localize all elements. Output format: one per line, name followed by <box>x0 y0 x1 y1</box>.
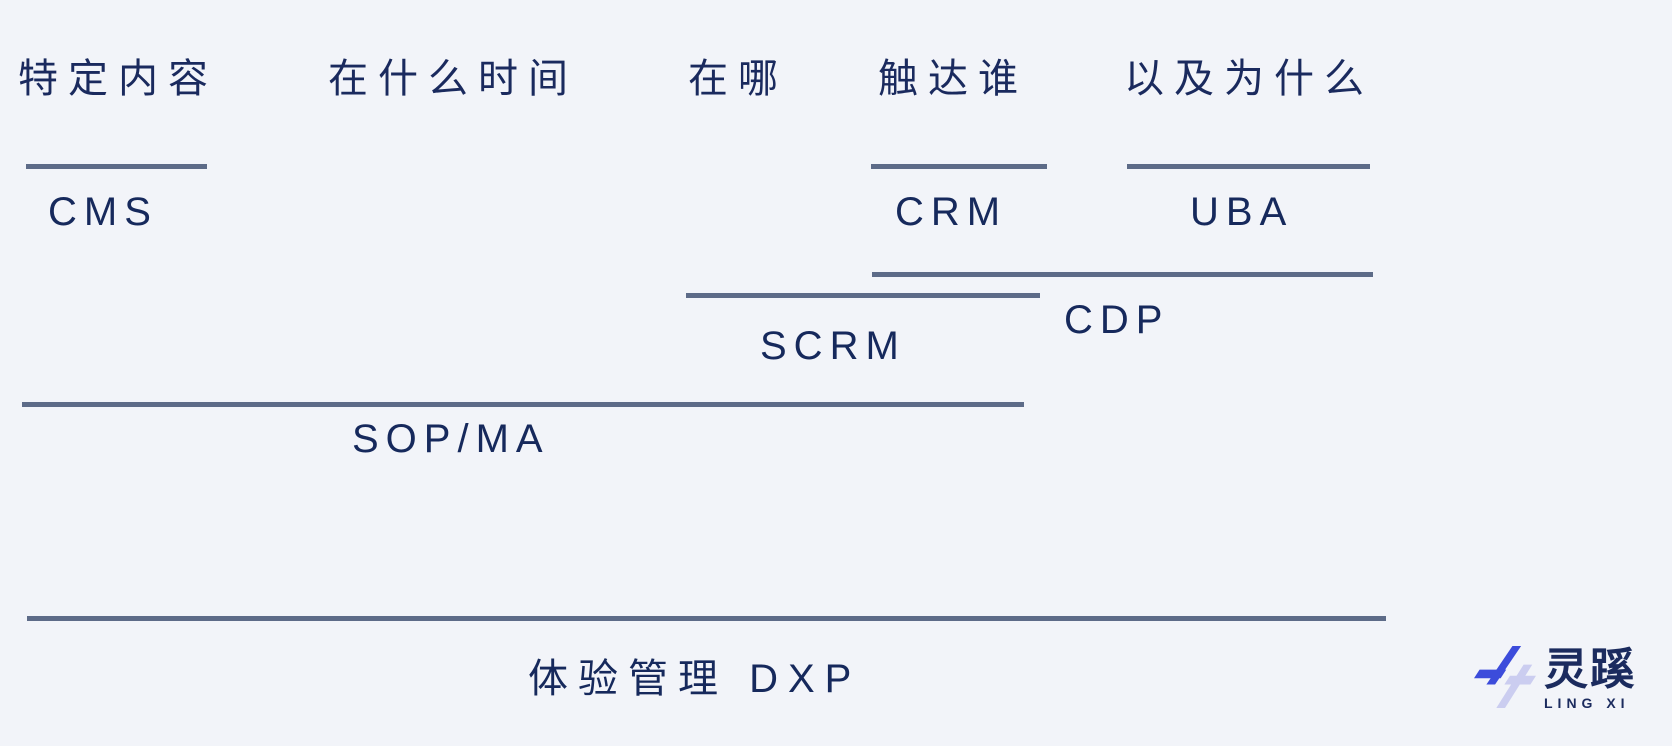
logo-subtext: LING XI <box>1544 695 1630 711</box>
header-and-why: 以及为什么 <box>1124 57 1374 101</box>
scrm-label: SCRM <box>760 324 906 368</box>
cdp-label: CDP <box>1064 298 1170 342</box>
sop-ma-scope-line <box>22 402 1024 407</box>
header-what-time: 在什么时间 <box>328 57 578 101</box>
crm-label: CRM <box>895 190 1008 234</box>
uba-label: UBA <box>1190 190 1294 234</box>
header-reach-who: 触达谁 <box>878 57 1028 101</box>
logo-text-block: 灵蹊 LING XI <box>1544 645 1636 712</box>
cms-label: CMS <box>48 190 158 234</box>
logo-wordmark: 灵蹊 <box>1544 645 1636 694</box>
crm-scope-line <box>871 164 1047 169</box>
sop-ma-label: SOP/MA <box>352 417 550 461</box>
scrm-scope-line <box>686 293 1040 298</box>
dxp-label: 体验管理 DXP <box>528 657 862 701</box>
cms-scope-line <box>26 164 207 169</box>
lingxi-brand-logo: 灵蹊 LING XI <box>1474 644 1636 720</box>
lingxi-lightning-icon <box>1474 646 1536 709</box>
cdp-scope-line <box>872 272 1373 277</box>
header-where: 在哪 <box>688 57 788 101</box>
uba-scope-line <box>1127 164 1370 169</box>
header-specific-content: 特定内容 <box>18 57 218 101</box>
dxp-scope-line <box>27 616 1386 621</box>
